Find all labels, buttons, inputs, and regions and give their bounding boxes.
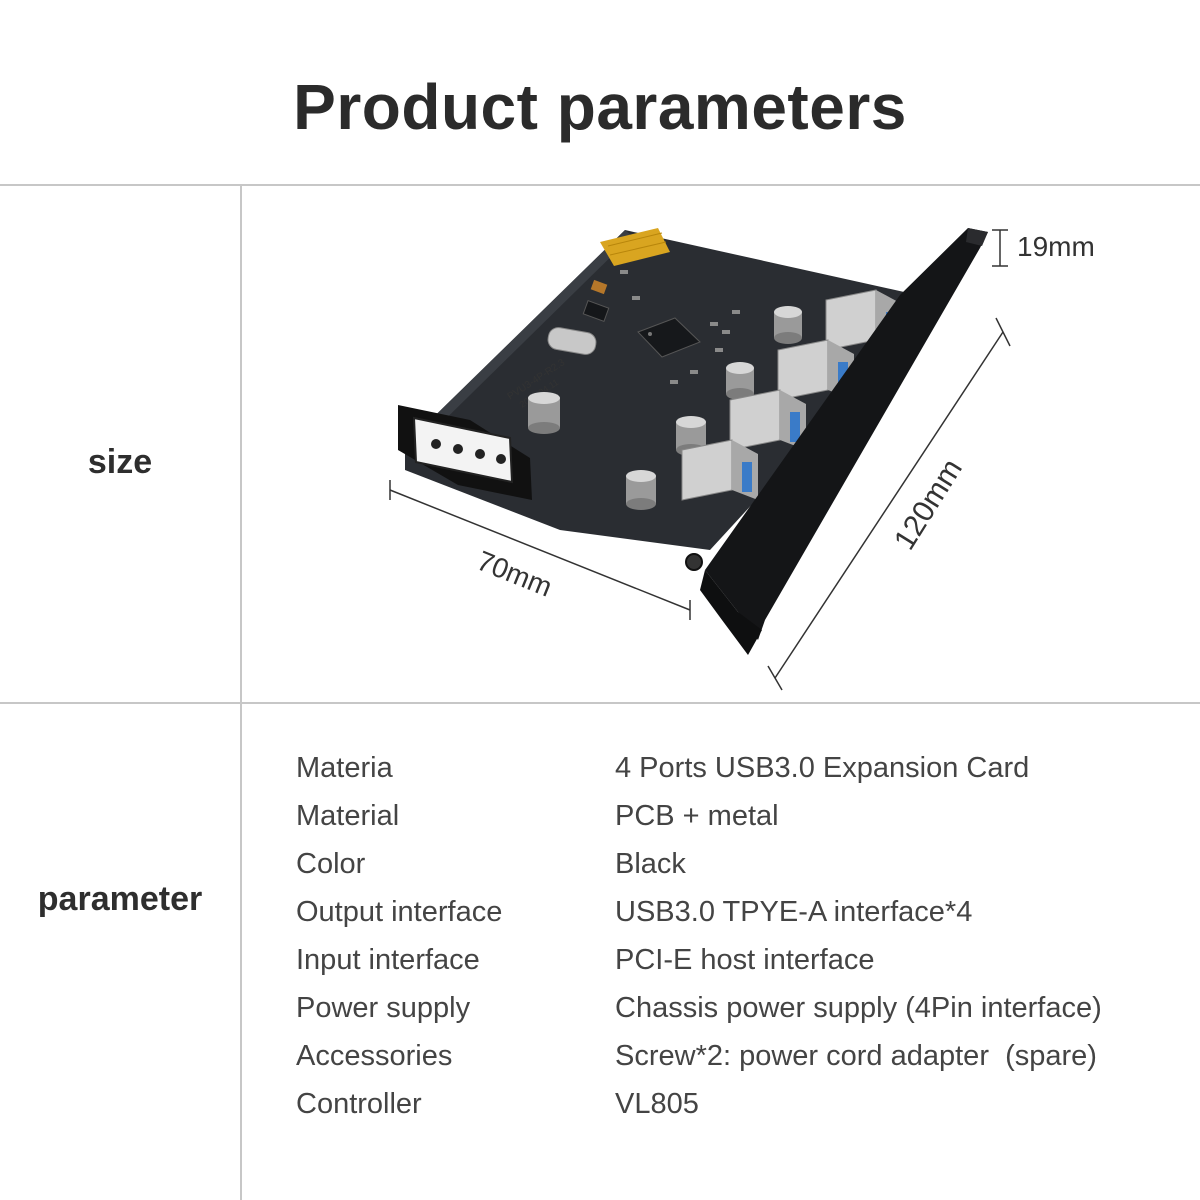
capacitors [528, 306, 802, 510]
param-value: VL805 [615, 1088, 699, 1120]
divider-vertical [240, 185, 242, 1200]
param-value: PCI-E host interface [615, 944, 875, 976]
param-key: Materia [296, 752, 393, 784]
crystal-oscillator [547, 327, 597, 355]
param-key: Controller [296, 1088, 422, 1120]
param-value: Chassis power supply (4Pin interface) [615, 992, 1102, 1024]
dimension-length-text: 120mm [888, 453, 969, 555]
pcie-connector [600, 228, 670, 266]
divider-middle [0, 702, 1200, 704]
param-key: Material [296, 800, 400, 832]
param-key: Color [296, 848, 366, 880]
product-image: PVU3-4P-R2.3 2017.04.11 19mm 70mm [389, 228, 1095, 691]
page-title: Product parameters [293, 71, 907, 143]
param-key: Output interface [296, 896, 503, 928]
pcb-board [405, 230, 940, 550]
metal-bracket [685, 228, 988, 655]
param-value: 4 Ports USB3.0 Expansion Card [615, 752, 1030, 784]
param-key: Input interface [296, 944, 480, 976]
dimension-height-text: 19mm [1017, 231, 1095, 262]
param-key: Accessories [296, 1040, 453, 1072]
parameter-label: parameter [37, 880, 203, 918]
param-value: USB3.0 TPYE-A interface*4 [615, 896, 973, 928]
divider-top [0, 184, 1200, 186]
param-key: Power supply [296, 992, 471, 1024]
controller-chip [637, 317, 701, 358]
dimension-width-text: 70mm [473, 545, 557, 603]
param-value: Screw*2: power cord adapter (spare) [615, 1040, 1097, 1072]
param-value: Black [615, 848, 686, 880]
size-label: size [87, 443, 153, 481]
power-connector [398, 405, 532, 500]
dimension-height: 19mm [992, 229, 1095, 267]
param-value: PCB + metal [615, 800, 779, 832]
